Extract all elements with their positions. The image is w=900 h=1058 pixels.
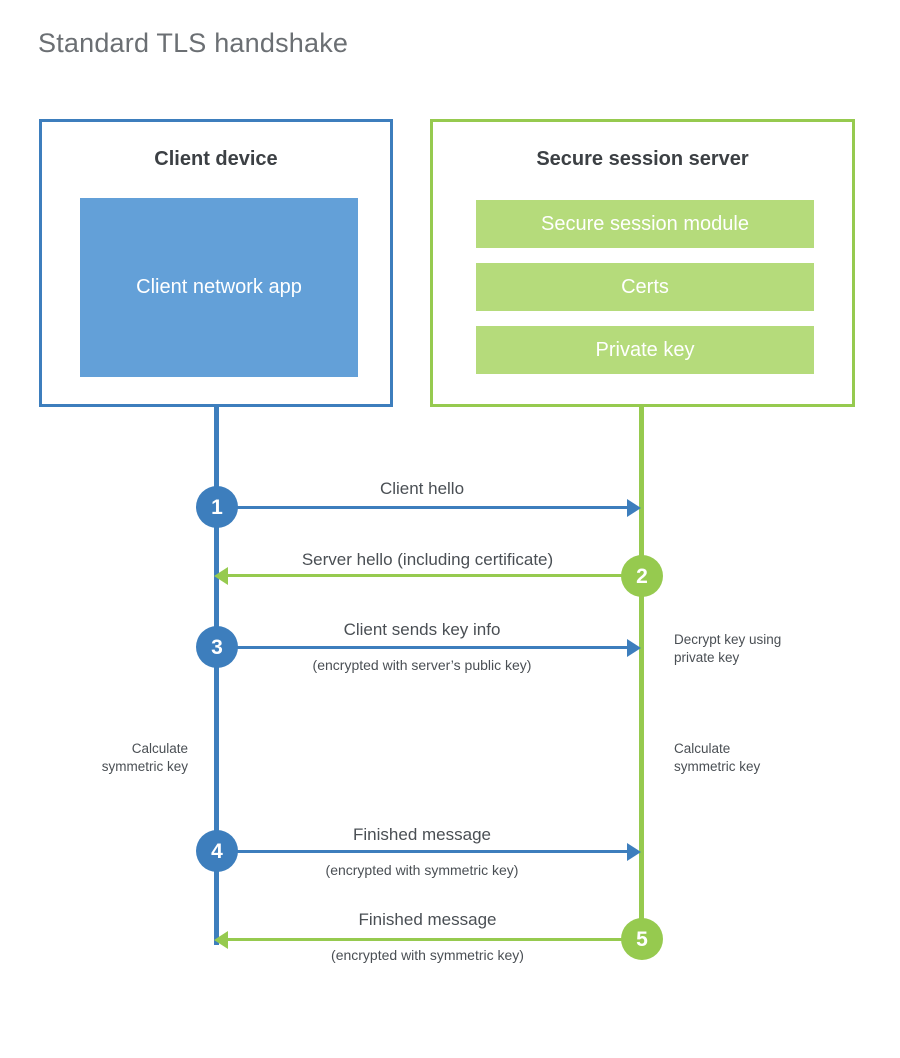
message-line-2 xyxy=(228,574,640,577)
annotation-server-calculate-symmetric-key: Calculate symmetric key xyxy=(674,741,761,775)
step-marker-3[interactable]: 3 xyxy=(196,626,238,668)
server-item-secure-session-module: Secure session module xyxy=(476,200,814,248)
message-line-5 xyxy=(228,938,640,941)
message-line-1 xyxy=(217,506,627,509)
server-item-private-key: Private key xyxy=(476,326,814,374)
message-label-3: Client sends key info xyxy=(343,620,501,639)
arrow-head-left-icon-5 xyxy=(214,931,228,949)
message-label-2: Server hello (including certificate) xyxy=(301,550,554,569)
annotation-server-decrypt-key: Decrypt key using private key xyxy=(674,632,782,666)
message-line-4 xyxy=(217,850,627,853)
message-line-3 xyxy=(217,646,627,649)
message-label-1: Client hello xyxy=(379,479,465,498)
client-network-app-block: Client network app xyxy=(80,198,358,377)
arrow-head-right-icon-3 xyxy=(627,639,641,657)
message-sublabel-5: (encrypted with symmetric key) xyxy=(331,947,524,963)
step-marker-1[interactable]: 1 xyxy=(196,486,238,528)
page-title: Standard TLS handshake xyxy=(38,28,349,58)
message-label-5: Finished message xyxy=(358,910,497,929)
secure-session-server-title: Secure session server xyxy=(536,148,749,170)
step-marker-5[interactable]: 5 xyxy=(621,918,663,960)
secure-session-server-box: Secure session server Secure session mod… xyxy=(430,119,855,407)
arrow-head-right-icon-1 xyxy=(627,499,641,517)
message-sublabel-3: (encrypted with server’s public key) xyxy=(312,657,532,673)
step-marker-4[interactable]: 4 xyxy=(196,830,238,872)
message-label-4: Finished message xyxy=(353,825,491,844)
server-lifeline xyxy=(639,406,644,939)
step-marker-2[interactable]: 2 xyxy=(621,555,663,597)
server-item-certs: Certs xyxy=(476,263,814,311)
annotation-client-calculate-symmetric-key: Calculate symmetric key xyxy=(101,741,188,775)
client-device-box: Client device Client network app xyxy=(39,119,393,407)
client-device-title: Client device xyxy=(154,148,278,170)
message-sublabel-4: (encrypted with symmetric key) xyxy=(325,862,519,878)
arrow-head-right-icon-4 xyxy=(627,843,641,861)
arrow-head-left-icon-2 xyxy=(214,567,228,585)
client-lifeline xyxy=(214,406,219,945)
